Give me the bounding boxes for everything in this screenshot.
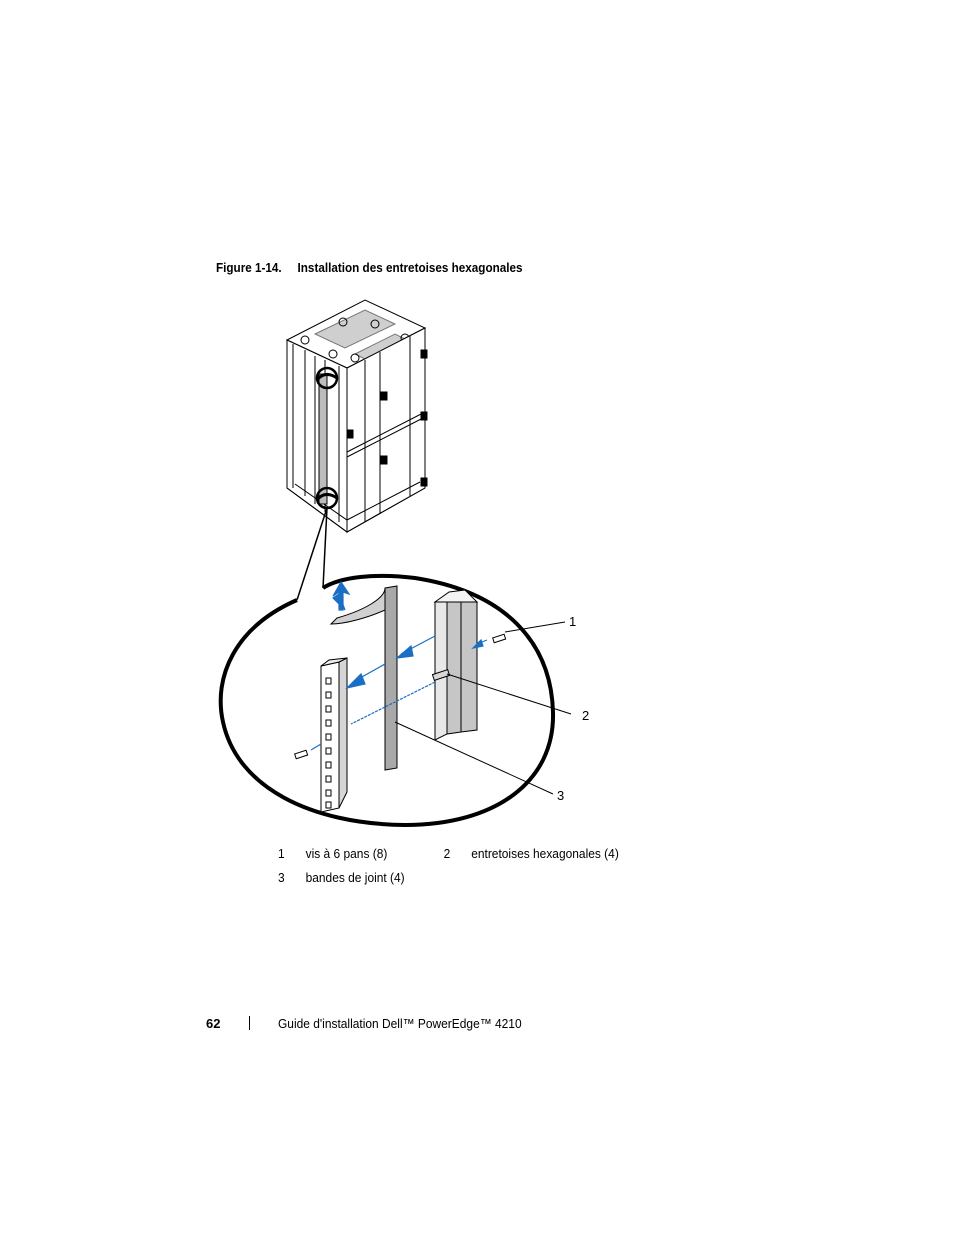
legend-text: entretoises hexagonales (4) <box>471 846 619 861</box>
legend-row: 1 vis à 6 pans (8) 2 entretoises hexagon… <box>278 846 664 870</box>
callout-1: 1 <box>569 614 577 629</box>
legend-row: 3 bandes de joint (4) <box>278 870 664 894</box>
footer-title: Guide d'installation Dell™ PowerEdge™ 42… <box>278 1016 522 1031</box>
rack-illustration <box>218 299 572 828</box>
detail-view <box>218 573 572 828</box>
legend-num: 3 <box>278 870 285 885</box>
figure-legend: 1 vis à 6 pans (8) 2 entretoises hexagon… <box>278 846 664 894</box>
callout-leaders <box>394 621 572 795</box>
page-number: 62 <box>206 1016 221 1031</box>
rack-cabinet <box>285 299 428 533</box>
hex-standoff <box>431 669 451 681</box>
left-rail <box>320 657 348 813</box>
callout-2: 2 <box>582 708 590 723</box>
figure-title: Installation des entretoises hexagonales <box>297 260 523 275</box>
figure-caption: Figure 1-14. Installation des entretoise… <box>216 260 523 275</box>
figure-label: Figure 1-14. <box>216 260 282 275</box>
right-rail <box>433 589 479 741</box>
gasket-strip <box>329 585 398 771</box>
zoom-lines <box>296 507 328 601</box>
footer-divider <box>249 1016 250 1030</box>
legend-text: vis à 6 pans (8) <box>305 846 388 861</box>
screws <box>294 633 507 760</box>
legend-num: 2 <box>443 846 451 861</box>
legend-text: bandes de joint (4) <box>305 870 405 885</box>
callout-3: 3 <box>557 788 565 803</box>
legend-num: 1 <box>278 846 285 861</box>
install-arrows <box>310 580 488 751</box>
